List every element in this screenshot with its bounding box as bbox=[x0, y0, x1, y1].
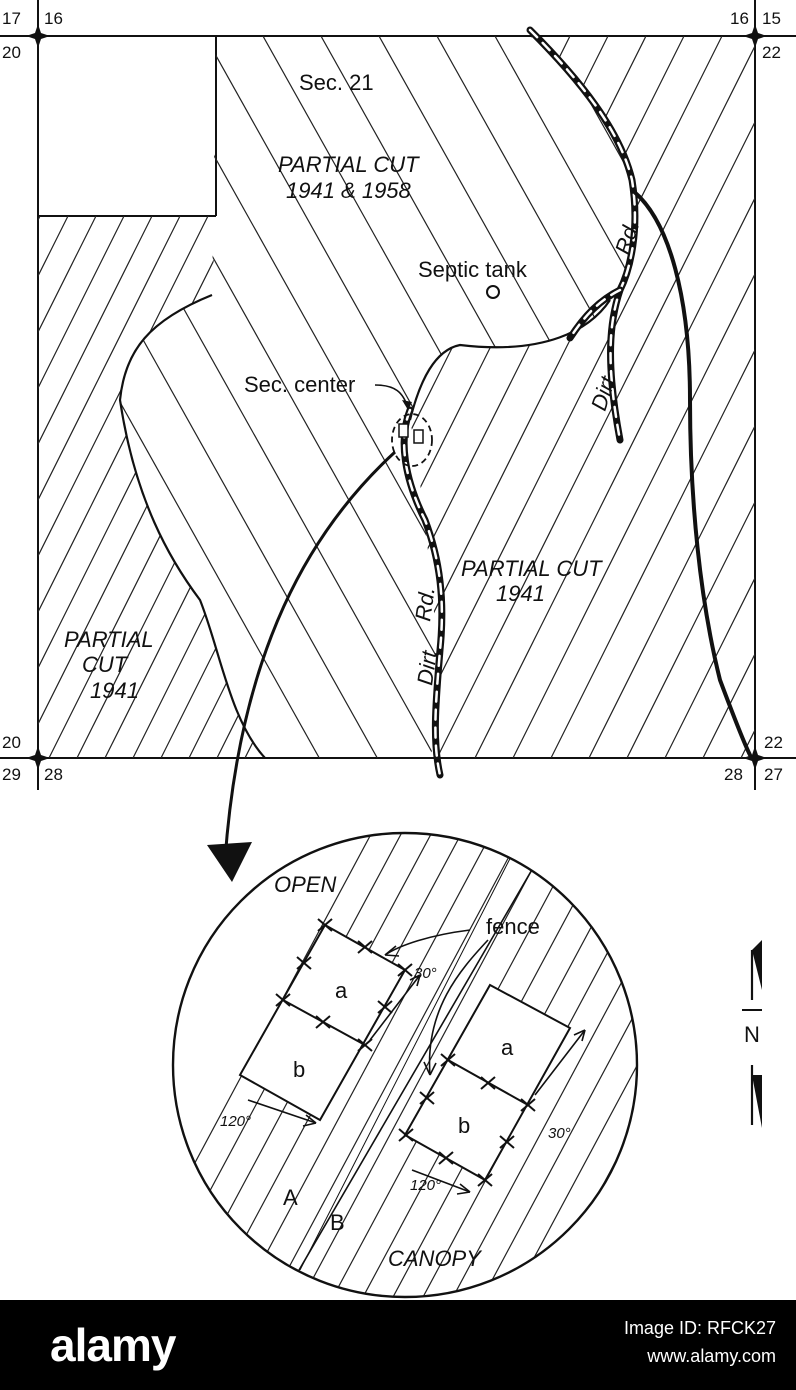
svg-text:b: b bbox=[293, 1057, 305, 1082]
svg-text:16: 16 bbox=[730, 9, 749, 28]
svg-text:28: 28 bbox=[724, 765, 743, 784]
stand-west-label-line1: PARTIAL bbox=[64, 627, 154, 652]
township-corner-numbers: 17 16 20 16 15 22 20 29 28 22 28 27 bbox=[2, 9, 783, 784]
section-center-label: Sec. center bbox=[244, 372, 355, 397]
site-url: www.alamy.com bbox=[647, 1346, 776, 1366]
septic-tank-marker bbox=[486, 285, 500, 299]
road-lower-dirt-label: Dirt bbox=[412, 648, 442, 686]
stand-north-label-line1: PARTIAL CUT bbox=[278, 152, 420, 177]
stand-north-label-line2: 1941 & 1958 bbox=[286, 178, 412, 203]
svg-text:15: 15 bbox=[762, 9, 781, 28]
svg-text:22: 22 bbox=[762, 43, 781, 62]
section-center: Sec. center bbox=[244, 372, 433, 467]
plot-canopy: a b bbox=[398, 983, 572, 1187]
svg-text:a: a bbox=[501, 1035, 514, 1060]
stand-boundaries bbox=[118, 293, 611, 759]
svg-text:16: 16 bbox=[44, 9, 63, 28]
svg-text:17: 17 bbox=[2, 9, 21, 28]
section-boundary bbox=[0, 0, 796, 790]
north-label: N bbox=[744, 1022, 760, 1047]
stand-west-label-line3: 1941 bbox=[90, 678, 139, 703]
svg-text:22: 22 bbox=[764, 733, 783, 752]
zone-a-label: A bbox=[283, 1185, 298, 1210]
angle-120-canopy-label: 120° bbox=[410, 1177, 441, 1194]
watermark-banner: alamy Image ID: RFCK27 www.alamy.com bbox=[0, 1300, 796, 1390]
septic-tank-label: Septic tank bbox=[418, 257, 528, 282]
zone-b-label: B bbox=[330, 1210, 345, 1235]
svg-text:20: 20 bbox=[2, 733, 21, 752]
alamy-logo: alamy bbox=[50, 1319, 176, 1371]
road-lower-rd-label: Rd. bbox=[410, 585, 440, 622]
road-upper-rd-label: Rd. bbox=[610, 217, 644, 257]
stand-east-label-line2: 1941 bbox=[496, 581, 545, 606]
open-label: OPEN bbox=[274, 872, 336, 897]
angle-120-open-label: 120° bbox=[220, 1113, 251, 1130]
north-arrow: N bbox=[742, 940, 762, 1128]
site-callout-arrow bbox=[207, 450, 397, 882]
angle-30-canopy-label: 30° bbox=[548, 1125, 571, 1142]
map-figure: Septic tank Sec. center Sec. 21 PARTIAL … bbox=[0, 0, 796, 1299]
canopy-hatching bbox=[173, 833, 637, 1297]
image-id: Image ID: RFCK27 bbox=[623, 1318, 776, 1338]
svg-text:a: a bbox=[335, 978, 348, 1003]
section-label: Sec. 21 bbox=[299, 70, 374, 95]
svg-text:28: 28 bbox=[44, 765, 63, 784]
svg-text:27: 27 bbox=[764, 765, 783, 784]
angle-30-open-label: 30° bbox=[414, 965, 437, 982]
study-site-circle bbox=[391, 413, 433, 467]
inset-site-detail: a b a b bbox=[171, 831, 639, 1299]
canopy-label: CANOPY bbox=[388, 1246, 482, 1271]
svg-text:29: 29 bbox=[2, 765, 21, 784]
plot-open: a b bbox=[238, 918, 413, 1122]
stand-east-label-line1: PARTIAL CUT bbox=[461, 556, 603, 581]
stand-west-label-line2: CUT bbox=[82, 652, 129, 677]
inset-arrows bbox=[247, 929, 586, 1195]
map-labels: Sec. 21 PARTIAL CUT 1941 & 1958 PARTIAL … bbox=[64, 70, 644, 703]
image-id-block: Image ID: RFCK27 www.alamy.com bbox=[624, 1314, 776, 1370]
septic-tank: Septic tank bbox=[418, 257, 528, 299]
svg-text:20: 20 bbox=[2, 43, 21, 62]
svg-text:b: b bbox=[458, 1113, 470, 1138]
fence-label: fence bbox=[486, 914, 540, 939]
